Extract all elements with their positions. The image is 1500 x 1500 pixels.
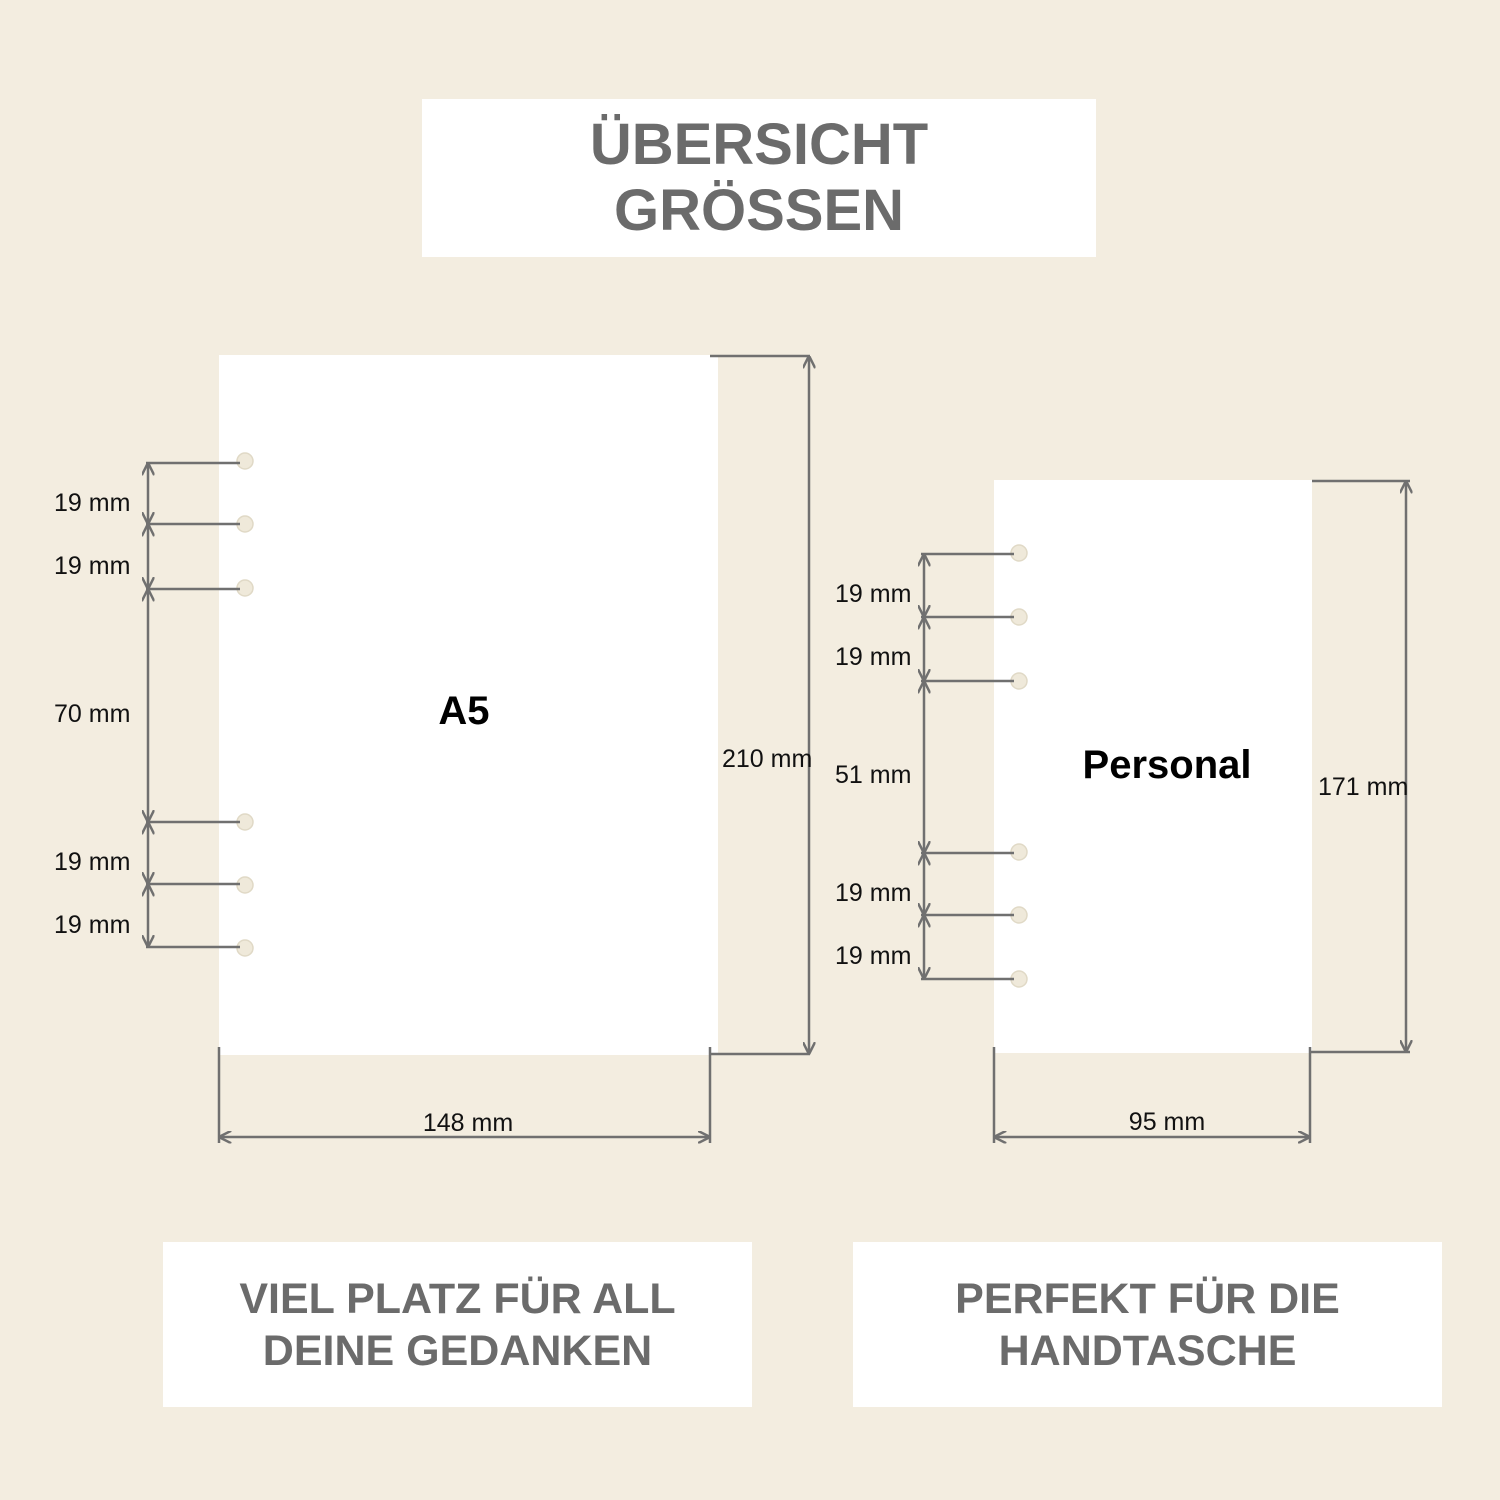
a5-height-dimension (710, 354, 810, 1056)
personal-spacing-label: 19 mm (835, 879, 911, 907)
title-line-1: ÜBERSICHT (589, 112, 929, 177)
a5-spacing-label: 19 mm (54, 848, 130, 876)
ring-hole (236, 452, 254, 470)
title-box: ÜBERSICHT GRÖSSEN (422, 99, 1096, 257)
personal-caption-box: PERFEKT FÜR DIE HANDTASCHE (853, 1242, 1442, 1407)
a5-width-label: 148 mm (423, 1109, 513, 1137)
a5-caption-box: VIEL PLATZ FÜR ALL DEINE GEDANKEN (163, 1242, 752, 1407)
a5-spacing-label: 19 mm (54, 911, 130, 939)
personal-page (994, 480, 1312, 1053)
a5-page (219, 355, 718, 1055)
a5-caption-line-1: VIEL PLATZ FÜR ALL (239, 1274, 676, 1323)
personal-holes (1010, 544, 1028, 988)
personal-height-label: 171 mm (1318, 773, 1408, 801)
personal-height-dimension (1310, 479, 1410, 1054)
personal-spacing-label: 19 mm (835, 942, 911, 970)
a5-label: A5 (438, 689, 489, 733)
a5-caption-line-2: DEINE GEDANKEN (262, 1326, 653, 1375)
a5-spacing-label: 19 mm (54, 489, 130, 517)
personal-width-dimension (992, 1047, 1312, 1143)
a5-height-label: 210 mm (722, 745, 812, 773)
personal-spacing-label: 19 mm (835, 580, 911, 608)
personal-caption-line-1: PERFEKT FÜR DIE (955, 1274, 1340, 1323)
title-line-2: GRÖSSEN (613, 178, 905, 243)
a5-width-dimension (217, 1047, 712, 1143)
personal-width-label: 95 mm (1129, 1108, 1205, 1136)
personal-caption-line-2: HANDTASCHE (998, 1326, 1297, 1375)
a5-spacing-label: 19 mm (54, 552, 130, 580)
personal-spacing-label: 51 mm (835, 761, 911, 789)
personal-label: Personal (1083, 743, 1252, 787)
a5-spacing-label: 70 mm (54, 700, 130, 728)
personal-spacing-label: 19 mm (835, 643, 911, 671)
a5-hole-dimensions (146, 461, 240, 949)
personal-hole-dimensions (921, 552, 1014, 981)
